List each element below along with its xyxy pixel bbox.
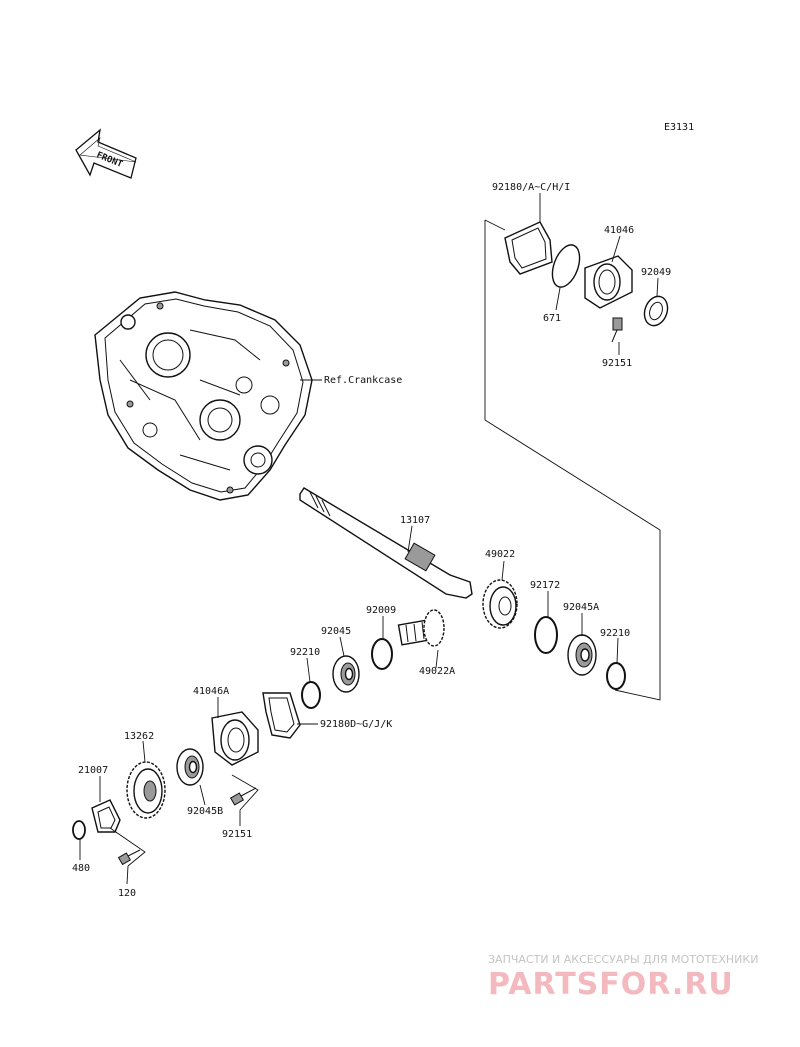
plate-21007 [91,799,121,833]
bolt-120 [117,849,141,866]
label-92180AC: 92180/A~C/H/I [492,182,570,193]
bearing-92045 [332,655,360,693]
label-92210-right: 92210 [600,628,630,639]
label-92045: 92045 [321,626,351,637]
shaft-13107 [299,487,473,599]
oil-seal-92049 [643,295,669,327]
label-92045A: 92045A [563,602,599,613]
label-21007: 21007 [78,765,108,776]
label-92172: 92172 [530,580,560,591]
ring-92210-left [301,681,321,709]
ring-92172 [534,616,558,654]
gasket-92180D [262,692,301,739]
crankcase-drawing [94,291,313,501]
diagram-code: E3131 [664,122,694,133]
label-41046A: 41046A [193,686,229,697]
label-41046: 41046 [604,225,634,236]
label-92045B: 92045B [187,806,223,817]
label-49022A: 49022A [419,666,455,677]
label-92210-left: 92210 [290,647,320,658]
watermark-logo: PARTSFOR.RU [488,967,734,1002]
gear-13262 [126,761,166,819]
o-ring-671 [551,244,581,288]
label-92180DG: 92180D~G/J/K [320,719,392,730]
circlip-480 [72,820,86,840]
bolt-92151-top [611,317,623,343]
bolt-92151-bottom [229,787,257,806]
gear-49022 [482,579,518,629]
ref-crankcase-label: Ref.Crankcase [324,375,402,386]
watermark-tagline: ЗАПЧАСТИ И АКСЕССУАРЫ ДЛЯ МОТОТЕХНИКИ [488,953,758,966]
label-671: 671 [543,313,561,324]
ring-92210-right [606,662,626,690]
bearing-92045A [567,634,597,676]
bearing-92045B [176,748,204,786]
gear-49022A [397,609,445,647]
gasket-92180-top [504,221,553,275]
front-arrow-icon: FRONT [75,128,137,179]
label-92151-top: 92151 [602,358,632,369]
label-120: 120 [118,888,136,899]
bearing-housing-41046 [584,255,633,309]
bearing-housing-41046A [211,711,259,766]
label-92049: 92049 [641,267,671,278]
label-13107: 13107 [400,515,430,526]
ring-92009 [371,638,393,670]
label-13262: 13262 [124,731,154,742]
label-92009: 92009 [366,605,396,616]
label-49022: 49022 [485,549,515,560]
label-480: 480 [72,863,90,874]
label-92151-bottom: 92151 [222,829,252,840]
